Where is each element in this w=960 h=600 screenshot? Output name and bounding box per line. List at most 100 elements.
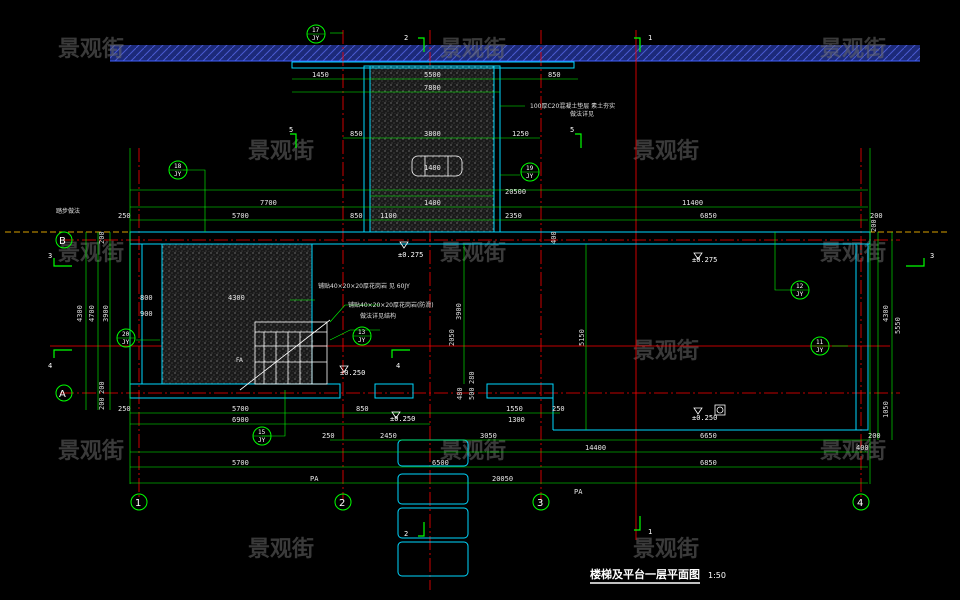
svg-text:6650: 6650: [700, 432, 717, 440]
section-mark-label: 5: [570, 126, 574, 134]
note-text: 100厚C20混凝土垫层 素土夯实: [530, 102, 615, 110]
svg-text:250: 250: [118, 212, 131, 220]
note-text: 铺贴40×20×20厚花岗岩 见 60JY: [318, 282, 410, 290]
watermark: 景观街: [633, 338, 699, 364]
svg-text:200: 200: [98, 397, 106, 410]
svg-text:480: 480: [456, 387, 464, 400]
svg-text:6500: 6500: [432, 459, 449, 467]
stepping-pads: [397, 439, 469, 577]
drawing-title: 楼梯及平台一层平面图: [590, 567, 700, 581]
svg-text:250: 250: [322, 432, 335, 440]
svg-text:JY: JY: [122, 339, 130, 346]
section-mark-label: 4: [48, 362, 52, 370]
svg-text:4: 4: [857, 498, 863, 509]
svg-text:200: 200: [868, 432, 881, 440]
axis-bubble-row-a: A: [55, 384, 73, 402]
svg-text:3800: 3800: [424, 130, 441, 138]
svg-text:JY: JY: [258, 437, 266, 444]
car-symbol: [411, 155, 463, 177]
note-text: 做法详见结构: [360, 312, 396, 320]
svg-text:15: 15: [258, 429, 266, 436]
svg-text:1300: 1300: [508, 416, 525, 424]
section-mark-label: 3: [930, 252, 934, 260]
svg-text:200: 200: [98, 381, 106, 394]
svg-text:3050: 3050: [480, 432, 497, 440]
svg-text:JY: JY: [526, 173, 534, 180]
note-text: FA: [236, 357, 244, 364]
svg-text:13: 13: [358, 329, 366, 336]
detail-tag: 12 JY: [790, 280, 810, 300]
svg-text:1400: 1400: [424, 164, 441, 172]
drain-symbol: [714, 404, 726, 416]
svg-text:2450: 2450: [380, 432, 397, 440]
axis-bubble-row-b: B: [55, 231, 73, 249]
svg-text:200: 200: [870, 219, 878, 232]
svg-text:2350: 2350: [505, 212, 522, 220]
svg-text:1400: 1400: [424, 199, 441, 207]
svg-text:1250: 1250: [512, 130, 529, 138]
elevation-marker: ±0.275: [398, 241, 423, 259]
svg-text:11400: 11400: [682, 199, 703, 207]
upper-gravel-area: [369, 65, 495, 233]
svg-text:18: 18: [174, 163, 182, 170]
svg-text:20: 20: [122, 331, 130, 338]
svg-text:B: B: [59, 236, 66, 247]
svg-text:20050: 20050: [492, 475, 513, 483]
watermark: 景观街: [58, 240, 124, 266]
svg-text:200: 200: [870, 212, 883, 220]
svg-text:250: 250: [552, 405, 565, 413]
svg-text:4700: 4700: [88, 305, 96, 322]
svg-text:500: 500: [468, 387, 476, 400]
svg-text:JY: JY: [796, 291, 804, 298]
axis-bubble-col-2: 2: [334, 493, 352, 511]
watermark: 景观街: [58, 36, 124, 62]
elevation-marker: ±0.250: [692, 407, 717, 422]
svg-text:5500: 5500: [424, 71, 441, 79]
detail-tag: 13 JY: [352, 326, 372, 346]
svg-text:±0.275: ±0.275: [398, 251, 423, 259]
watermark: 景观街: [58, 438, 124, 464]
elevation-marker: ±0.275: [692, 252, 717, 264]
svg-text:3900: 3900: [455, 303, 463, 320]
axis-bubble-col-1: 1: [130, 493, 148, 511]
watermark: 景观街: [820, 36, 886, 62]
svg-text:11: 11: [816, 339, 824, 346]
watermarks: 景观街 景观街 景观街 景观街 景观街 景观街 景观街 景观街 景观街 景观街 …: [58, 36, 886, 562]
lower-gravel-area: [161, 243, 313, 385]
svg-text:7800: 7800: [424, 84, 441, 92]
svg-text:12: 12: [796, 283, 804, 290]
svg-text:7700: 7700: [260, 199, 277, 207]
svg-text:PA: PA: [310, 475, 319, 483]
svg-text:5700: 5700: [232, 459, 249, 467]
section-marks: [53, 37, 925, 537]
svg-text:5150: 5150: [578, 329, 586, 346]
svg-text:A: A: [59, 389, 66, 400]
watermark: 景观街: [248, 138, 314, 164]
svg-text:3900: 3900: [102, 305, 110, 322]
section-mark-label: 2: [404, 530, 408, 538]
svg-text:850: 850: [356, 405, 369, 413]
section-mark-label: 1: [648, 528, 652, 536]
section-mark-label: 1: [648, 34, 652, 42]
svg-text:±0.275: ±0.275: [692, 256, 717, 264]
drawing-scale: 1:50: [708, 571, 726, 580]
axis-bubble-col-4: 4: [852, 493, 870, 511]
section-mark-label: 3: [48, 252, 52, 260]
note-text: 做法详见: [570, 110, 594, 118]
stair: [239, 319, 331, 391]
svg-text:250: 250: [118, 405, 131, 413]
svg-text:5700: 5700: [232, 212, 249, 220]
svg-text:2050: 2050: [448, 329, 456, 346]
svg-text:400: 400: [856, 444, 869, 452]
svg-text:850: 850: [350, 130, 363, 138]
svg-text:17: 17: [312, 27, 320, 34]
detail-tag: 18 JY: [168, 160, 188, 180]
elevation-marker: ±0.250: [390, 411, 415, 423]
svg-text:±0.250: ±0.250: [692, 414, 717, 422]
svg-text:4300: 4300: [882, 305, 890, 322]
watermark: 景观街: [440, 36, 506, 62]
leader-lines: [136, 32, 848, 437]
svg-text:850: 850: [548, 71, 561, 79]
svg-text:1: 1: [135, 498, 141, 509]
